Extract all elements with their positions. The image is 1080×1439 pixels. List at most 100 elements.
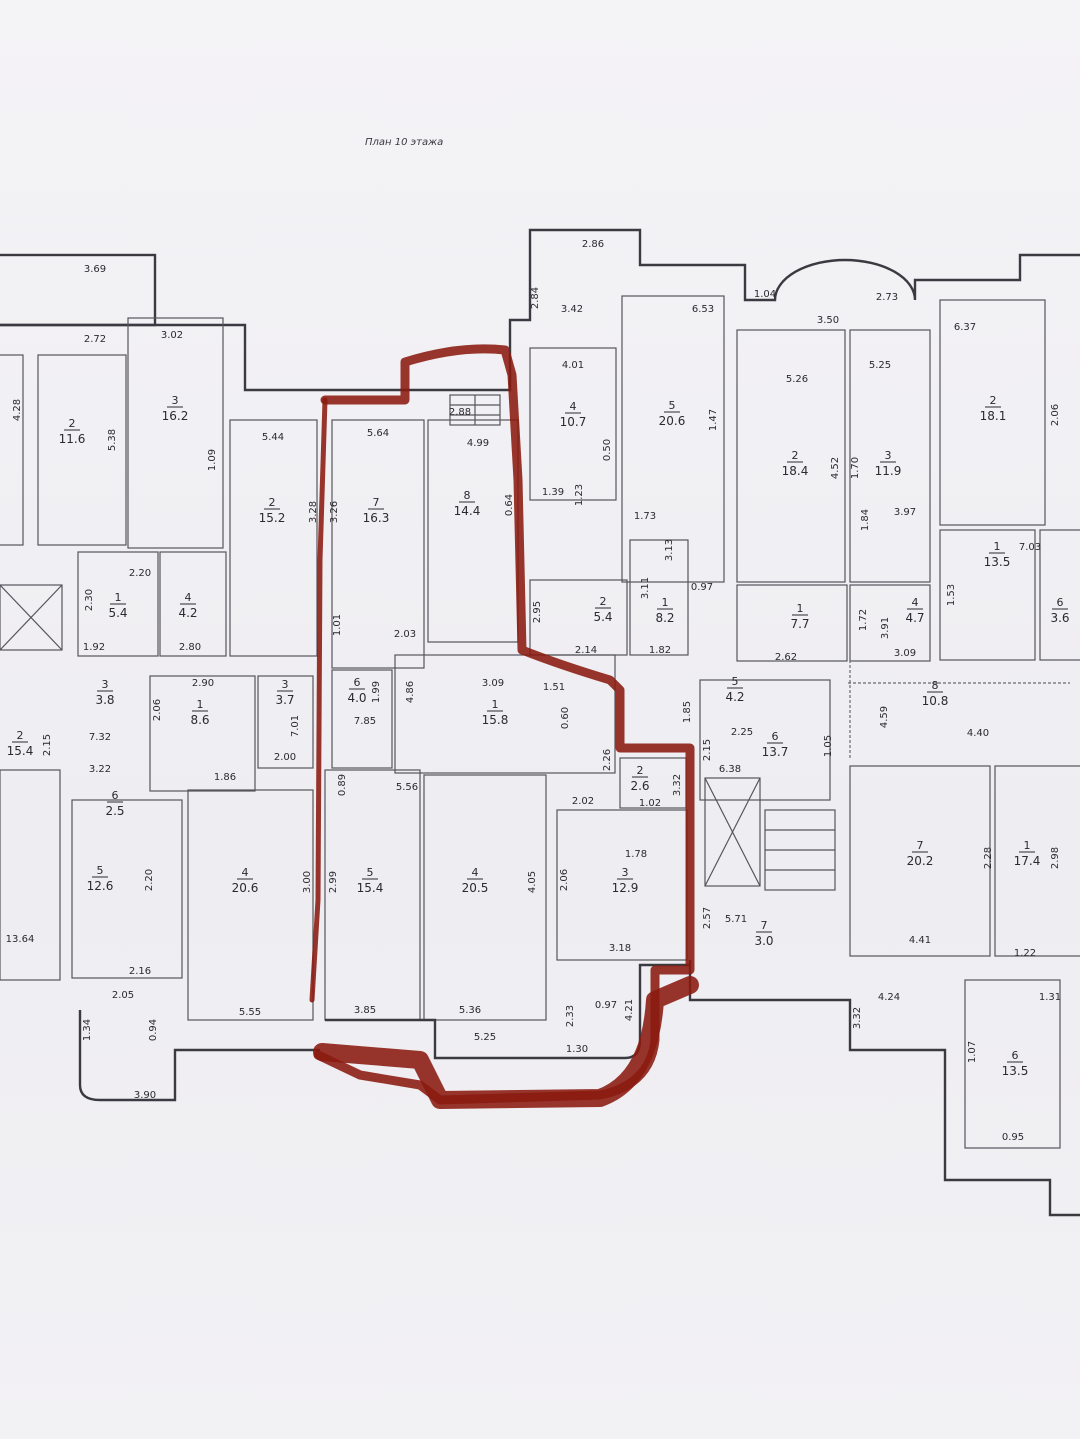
dimension-label: 4.05 <box>527 871 538 893</box>
dimension-label: 1.84 <box>860 509 871 531</box>
dimension-label: 3.28 <box>308 501 319 523</box>
dimension-label: 2.06 <box>1050 404 1061 426</box>
room-number: 5 <box>97 864 104 877</box>
dimension-label: 6.53 <box>692 304 714 315</box>
dimension-label: 3.09 <box>482 678 504 689</box>
room-number: 8 <box>464 489 471 502</box>
dimension-label: 2.90 <box>192 678 214 689</box>
room-area: 3.8 <box>95 693 114 707</box>
dimension-label: 1.51 <box>543 682 565 693</box>
dimension-label: 1.34 <box>82 1019 93 1041</box>
dimension-label: 2.06 <box>152 699 163 721</box>
room-area: 4.2 <box>178 606 197 620</box>
dimension-label: 2.86 <box>582 239 604 250</box>
dimension-label: 5.25 <box>474 1032 496 1043</box>
dimension-label: 1.85 <box>682 701 693 723</box>
dimension-label: 2.98 <box>1050 847 1061 869</box>
room-area: 18.1 <box>980 409 1007 423</box>
room-area: 15.4 <box>7 744 34 758</box>
dimension-label: 2.20 <box>144 869 155 891</box>
room-number: 6 <box>354 676 361 689</box>
dimension-label: 2.99 <box>328 871 339 893</box>
dimension-label: 2.26 <box>602 749 613 771</box>
room-number: 1 <box>797 602 804 615</box>
room-area: 17.4 <box>1014 854 1041 868</box>
room-area: 3.0 <box>754 934 773 948</box>
room-area: 11.9 <box>875 464 902 478</box>
room-area: 4.2 <box>725 690 744 704</box>
room-number: 8 <box>932 679 939 692</box>
dimension-label: 1.47 <box>708 409 719 431</box>
dimension-label: 13.64 <box>6 934 35 945</box>
room-number: 2 <box>69 417 76 430</box>
room-area: 2.5 <box>105 804 124 818</box>
room-area: 4.7 <box>905 611 924 625</box>
dimension-label: 3.90 <box>134 1090 156 1101</box>
room-number: 4 <box>912 596 919 609</box>
dimension-label: 2.57 <box>702 907 713 929</box>
room-number: 4 <box>185 591 192 604</box>
dimension-label: 2.28 <box>983 847 994 869</box>
dimension-label: 3.69 <box>84 264 106 275</box>
room-number: 7 <box>917 839 924 852</box>
room-number: 2 <box>637 764 644 777</box>
dimension-label: 3.91 <box>880 617 891 639</box>
dimension-label: 5.25 <box>869 360 891 371</box>
dimension-label: 4.28 <box>12 399 23 421</box>
dimension-label: 1.04 <box>754 289 776 300</box>
dimension-label: 1.01 <box>332 614 343 636</box>
dimension-label: 0.60 <box>560 707 571 729</box>
room-number: 7 <box>373 496 380 509</box>
room-area: 2.6 <box>630 779 649 793</box>
room-number: 2 <box>17 729 24 742</box>
dimension-label: 2.14 <box>575 645 597 656</box>
room-number: 2 <box>269 496 276 509</box>
dimension-label: 1.78 <box>625 849 647 860</box>
room-number: 6 <box>1057 596 1064 609</box>
dimension-label: 2.33 <box>565 1005 576 1027</box>
dimension-label: 5.55 <box>239 1007 261 1018</box>
dimension-label: 2.02 <box>572 796 594 807</box>
room-area: 14.4 <box>454 504 481 518</box>
dimension-label: 2.00 <box>274 752 296 763</box>
dimension-label: 2.30 <box>84 589 95 611</box>
room-number: 3 <box>885 449 892 462</box>
room-number: 6 <box>772 730 779 743</box>
dimension-label: 4.21 <box>624 999 635 1021</box>
dimension-label: 2.88 <box>449 407 471 418</box>
room-number: 4 <box>472 866 479 879</box>
dimension-label: 2.06 <box>559 869 570 891</box>
dimension-label: 1.53 <box>946 584 957 606</box>
room-number: 4 <box>570 400 577 413</box>
room-area: 3.7 <box>275 693 294 707</box>
room-area: 7.7 <box>790 617 809 631</box>
room-number: 1 <box>662 596 669 609</box>
room-area: 20.2 <box>907 854 934 868</box>
dimension-label: 1.22 <box>1014 948 1036 959</box>
walls <box>0 228 1080 1217</box>
room-number: 2 <box>990 394 997 407</box>
dimension-label: 4.52 <box>830 457 841 479</box>
room-number: 3 <box>622 866 629 879</box>
dimension-label: 1.73 <box>634 511 656 522</box>
dimension-label: 1.72 <box>858 609 869 631</box>
room-number: 5 <box>669 399 676 412</box>
room-number: 3 <box>282 678 289 691</box>
dimension-label: 3.42 <box>561 304 583 315</box>
dimension-label: 3.02 <box>161 330 183 341</box>
dimension-label: 6.38 <box>719 764 741 775</box>
dimension-label: 1.70 <box>850 457 861 479</box>
room-area: 4.0 <box>347 691 366 705</box>
dimension-label: 0.89 <box>337 774 348 796</box>
room-number: 5 <box>367 866 374 879</box>
room-area: 12.9 <box>612 881 639 895</box>
dimension-label: 3.32 <box>672 774 683 796</box>
room-area: 5.4 <box>108 606 127 620</box>
dimension-label: 0.95 <box>1002 1132 1024 1143</box>
dimension-label: 2.16 <box>129 966 151 977</box>
dimension-label: 5.38 <box>107 429 118 451</box>
dimension-label: 2.25 <box>731 727 753 738</box>
dimension-label: 2.73 <box>876 292 898 303</box>
